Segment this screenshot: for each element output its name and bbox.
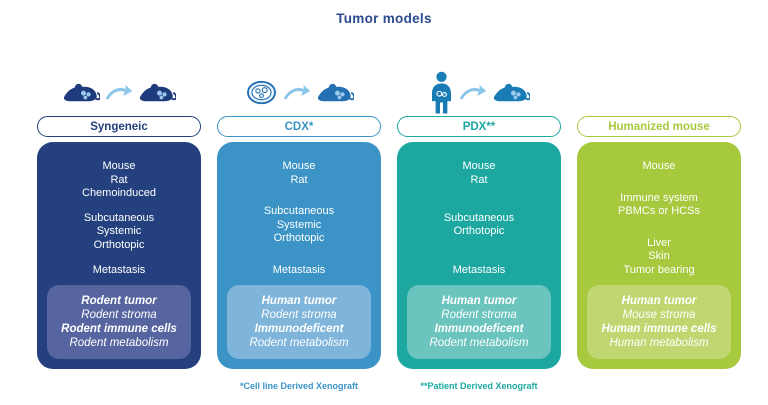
card-text-line: PBMCs or HCSs (618, 205, 700, 217)
card-text-line: Metastasis (272, 263, 326, 276)
card-text-line: Rat (470, 173, 488, 186)
arrow-icon (459, 84, 486, 100)
model-pill-label: Humanized mouse (608, 120, 710, 133)
highlight-line: Rodent stroma (81, 309, 157, 321)
card-text-line: Systemic (276, 218, 322, 231)
model-pill-pdx: PDX** (397, 116, 561, 137)
footnotes-row: *Cell line Derived Xenograft **Patient D… (37, 381, 741, 391)
model-pill-syngeneic: Syngeneic (37, 116, 201, 137)
highlight-line: Human tumor (441, 295, 517, 307)
mouse-icon (317, 83, 354, 102)
card-text-group: Mouse (585, 160, 733, 174)
mouse-icon (139, 83, 176, 102)
highlight-line: Rodent metabolism (69, 337, 169, 349)
mouse-icon (493, 83, 530, 102)
icon-row-cdx (217, 69, 381, 116)
card-text-line: Mouse (102, 160, 136, 172)
card-text-line: Chemoinduced (82, 187, 156, 199)
icon-row-pdx (397, 69, 561, 116)
card-text-line: Orthotopic (453, 225, 505, 238)
card-text-line: Metastasis (452, 263, 506, 276)
highlight-line: Human tumor (621, 295, 697, 307)
arrow-icon (283, 84, 310, 100)
card-text-group: Metastasis (225, 264, 373, 278)
arrow-icon (105, 84, 133, 100)
highlight-line: Human metabolism (609, 337, 709, 349)
card-text-line: Orthotopic (93, 238, 145, 251)
petri-dish-icon (246, 80, 276, 105)
model-pill-label: CDX* (284, 120, 314, 133)
highlight-line: Human tumor (261, 295, 337, 307)
card-text-line: Subcutaneous (83, 211, 155, 224)
highlight-line: Rodent tumor (81, 295, 157, 307)
card-text-line: Subcutaneous (263, 205, 335, 217)
card-text-group: Metastasis (45, 264, 193, 278)
card-text-line: Rat (110, 173, 128, 186)
highlight-line: Mouse stroma (622, 309, 696, 321)
highlight-line: Rodent stroma (441, 309, 517, 321)
icon-row-syngeneic (37, 69, 201, 116)
highlight-line: Rodent stroma (261, 309, 337, 321)
card-text-line: Mouse (642, 160, 676, 172)
model-pill-humanized: Humanized mouse (577, 116, 741, 137)
card-text-line: Metastasis (92, 263, 146, 276)
icon-row-humanized (577, 69, 741, 116)
highlight-line: Immunodeficent (254, 323, 344, 335)
highlight-line: Human immune cells (601, 323, 717, 335)
card-text-line: Liver (647, 236, 671, 249)
mouse-icon (63, 83, 100, 102)
card-text-line: Immune system (620, 191, 698, 204)
card-text-line: Mouse (462, 160, 496, 172)
page-title: Tumor models (336, 11, 432, 26)
highlight-line: Rodent metabolism (429, 337, 529, 349)
model-pill-label: PDX** (462, 120, 496, 133)
footnote-pdx: **Patient Derived Xenograft (420, 381, 538, 391)
model-pill-cdx: CDX* (217, 116, 381, 137)
card-text-line: Mouse (282, 160, 316, 172)
model-pill-label: Syngeneic (90, 120, 148, 133)
footnote-spacer (37, 381, 201, 391)
card-text-line: Orthotopic (273, 232, 325, 244)
footnote-cdx: *Cell line Derived Xenograft (239, 381, 359, 391)
card-text-line: Skin (648, 250, 670, 262)
card-text-group: Metastasis (405, 264, 553, 278)
card-text-line: Tumor bearing (623, 263, 695, 276)
highlight-line: Rodent immune cells (61, 323, 177, 335)
footnote-spacer (577, 381, 741, 391)
human-icon (431, 71, 451, 114)
highlight-line: Rodent metabolism (249, 337, 349, 349)
card-text-line: Subcutaneous (443, 211, 515, 224)
card-text-line: Rat (290, 173, 308, 186)
card-text-line: Systemic (96, 225, 142, 238)
highlight-line: Immunodeficent (434, 323, 524, 335)
